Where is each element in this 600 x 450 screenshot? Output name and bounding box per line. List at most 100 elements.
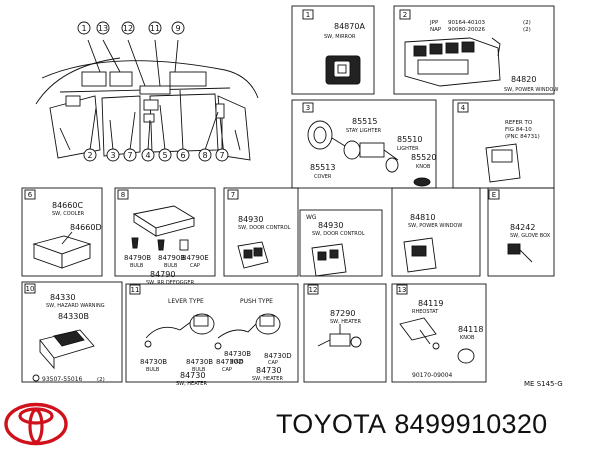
group-12-heater-switch: 12 87290 SW, HEATER: [303, 283, 387, 383]
svg-text:84730D: 84730D: [264, 352, 292, 360]
svg-text:84870A: 84870A: [334, 22, 365, 31]
svg-text:E: E: [492, 191, 496, 199]
svg-text:84119: 84119: [418, 299, 443, 308]
sheet-code: ME S145-G: [524, 380, 563, 388]
svg-text:8: 8: [202, 151, 207, 160]
svg-text:BULB: BULB: [192, 367, 206, 373]
svg-text:CAP: CAP: [222, 367, 232, 373]
callout-bottom-3: 7: [123, 148, 137, 162]
svg-text:7: 7: [231, 191, 235, 199]
group-6-cooler-switch: 6 84660C SW, COOLER 84660D: [21, 187, 103, 277]
svg-text:BULB: BULB: [164, 263, 178, 269]
svg-text:84242: 84242: [510, 223, 535, 232]
svg-text:5: 5: [162, 151, 167, 160]
svg-text:PUSH TYPE: PUSH TYPE: [240, 298, 273, 305]
svg-text:KNOB: KNOB: [416, 164, 431, 170]
svg-text:SW, RR DEFOGGER: SW, RR DEFOGGER: [146, 280, 195, 286]
svg-text:SW, GLOVE BOX: SW, GLOVE BOX: [510, 233, 551, 239]
svg-text:SW, HAZARD WARNING: SW, HAZARD WARNING: [46, 303, 105, 309]
svg-text:RHEOSTAT: RHEOSTAT: [412, 309, 439, 315]
group-wg-door-control: WG 84930 SW, DOOR CONTROL: [299, 209, 383, 277]
callout-top-5: 9: [171, 21, 185, 35]
group-8-rear-defogger: 8 84790B BULB 84790B BULB 84790E CAP 847…: [114, 187, 216, 286]
svg-text:2: 2: [87, 151, 92, 160]
callout-bottom-2: 3: [106, 148, 120, 162]
dashboard-overview: [35, 39, 259, 161]
svg-text:FIG 84-10: FIG 84-10: [505, 127, 532, 133]
svg-text:84730D: 84730D: [216, 358, 244, 366]
svg-text:90080-20026: 90080-20026: [448, 27, 485, 33]
svg-text:CAP: CAP: [190, 263, 200, 269]
svg-text:SW, MIRROR: SW, MIRROR: [324, 34, 356, 40]
svg-text:COVER: COVER: [314, 174, 332, 180]
group-2-power-window-master: 2 JPP NAP 90164-40103 90080-20026 (2) (2…: [393, 5, 558, 95]
svg-text:8: 8: [121, 191, 125, 199]
svg-text:13: 13: [98, 24, 108, 33]
callout-top-1: 1: [77, 21, 91, 35]
svg-text:13: 13: [398, 286, 407, 294]
group-4-reference: 4 REFER TO FIG 84-10 (PNC 84731): [452, 99, 555, 189]
svg-text:87290: 87290: [330, 309, 355, 318]
svg-text:SW, DOOR CONTROL: SW, DOOR CONTROL: [238, 225, 291, 231]
callout-top-2: 13: [96, 21, 110, 35]
svg-text:93507-55016: 93507-55016: [42, 376, 83, 383]
svg-text:6: 6: [28, 191, 33, 199]
svg-text:REFER TO: REFER TO: [505, 120, 533, 126]
svg-text:BULB: BULB: [146, 367, 160, 373]
svg-text:84790B: 84790B: [124, 254, 151, 262]
svg-text:STAY LIGHTER: STAY LIGHTER: [346, 128, 382, 134]
overview-callouts: 1 13 12 11 9 2 3 7 4 5 6 8 7: [77, 21, 229, 162]
group-power-window-single: 84810 SW, POWER WINDOW: [391, 187, 481, 277]
svg-text:(2): (2): [523, 20, 531, 26]
svg-text:SW, COOLER: SW, COOLER: [52, 211, 85, 217]
callout-bottom-6: 6: [176, 148, 190, 162]
svg-text:6: 6: [180, 151, 185, 160]
svg-text:84730: 84730: [180, 371, 205, 380]
part-number: 8499910320: [394, 409, 548, 439]
callout-top-4: 11: [148, 21, 162, 35]
svg-text:WG: WG: [306, 214, 317, 221]
callout-bottom-1: 2: [83, 148, 97, 162]
svg-text:11: 11: [131, 286, 140, 294]
group-3-cigarette-lighter: 3 85515 STAY LIGHTER 85510 LIGHTER 85513…: [291, 99, 436, 189]
svg-text:(2): (2): [523, 27, 531, 33]
brand-name: TOYOTA: [276, 409, 387, 439]
group-13-rheostat: 13 84119 RHEOSTAT 84118 KNOB 90170-09004: [391, 283, 487, 383]
callout-bottom-5: 5: [158, 148, 172, 162]
svg-text:10: 10: [26, 285, 35, 293]
svg-text:90164-40103: 90164-40103: [448, 20, 485, 26]
svg-text:84660D: 84660D: [70, 223, 102, 232]
svg-text:11: 11: [150, 24, 160, 33]
svg-text:85520: 85520: [411, 153, 436, 162]
group-7-door-control: 7 84930 SW, DOOR CONTROL: [223, 187, 299, 277]
svg-text:7: 7: [219, 151, 224, 160]
svg-text:BULB: BULB: [130, 263, 144, 269]
svg-text:84790B: 84790B: [158, 254, 185, 262]
group-11-heater-switch: 11 LEVER TYPE PUSH TYPE 84730B BULB 8473…: [125, 283, 299, 387]
svg-text:90170-09004: 90170-09004: [412, 372, 453, 379]
svg-text:(PNC 84731): (PNC 84731): [505, 134, 540, 140]
svg-text:CAP: CAP: [268, 360, 278, 366]
svg-text:85515: 85515: [352, 117, 377, 126]
svg-text:84730: 84730: [256, 366, 281, 375]
svg-text:3: 3: [306, 104, 310, 112]
svg-text:12: 12: [309, 286, 318, 294]
svg-text:LEVER TYPE: LEVER TYPE: [168, 298, 204, 305]
svg-text:9: 9: [175, 24, 180, 33]
svg-text:3: 3: [110, 151, 115, 160]
svg-text:SW, HEATER: SW, HEATER: [252, 376, 283, 382]
svg-text:SW, POWER WINDOW: SW, POWER WINDOW: [408, 223, 462, 229]
svg-text:84330B: 84330B: [58, 312, 89, 321]
svg-text:KNOB: KNOB: [460, 335, 475, 341]
svg-text:SW, POWER WINDOW: SW, POWER WINDOW: [504, 87, 558, 93]
svg-text:85510: 85510: [397, 135, 422, 144]
svg-text:84118: 84118: [458, 325, 483, 334]
svg-text:SW, HEATER: SW, HEATER: [330, 319, 361, 325]
svg-text:84730B: 84730B: [186, 358, 213, 366]
svg-text:84730B: 84730B: [140, 358, 167, 366]
svg-text:12: 12: [123, 24, 133, 33]
svg-text:JPP: JPP: [429, 20, 439, 26]
